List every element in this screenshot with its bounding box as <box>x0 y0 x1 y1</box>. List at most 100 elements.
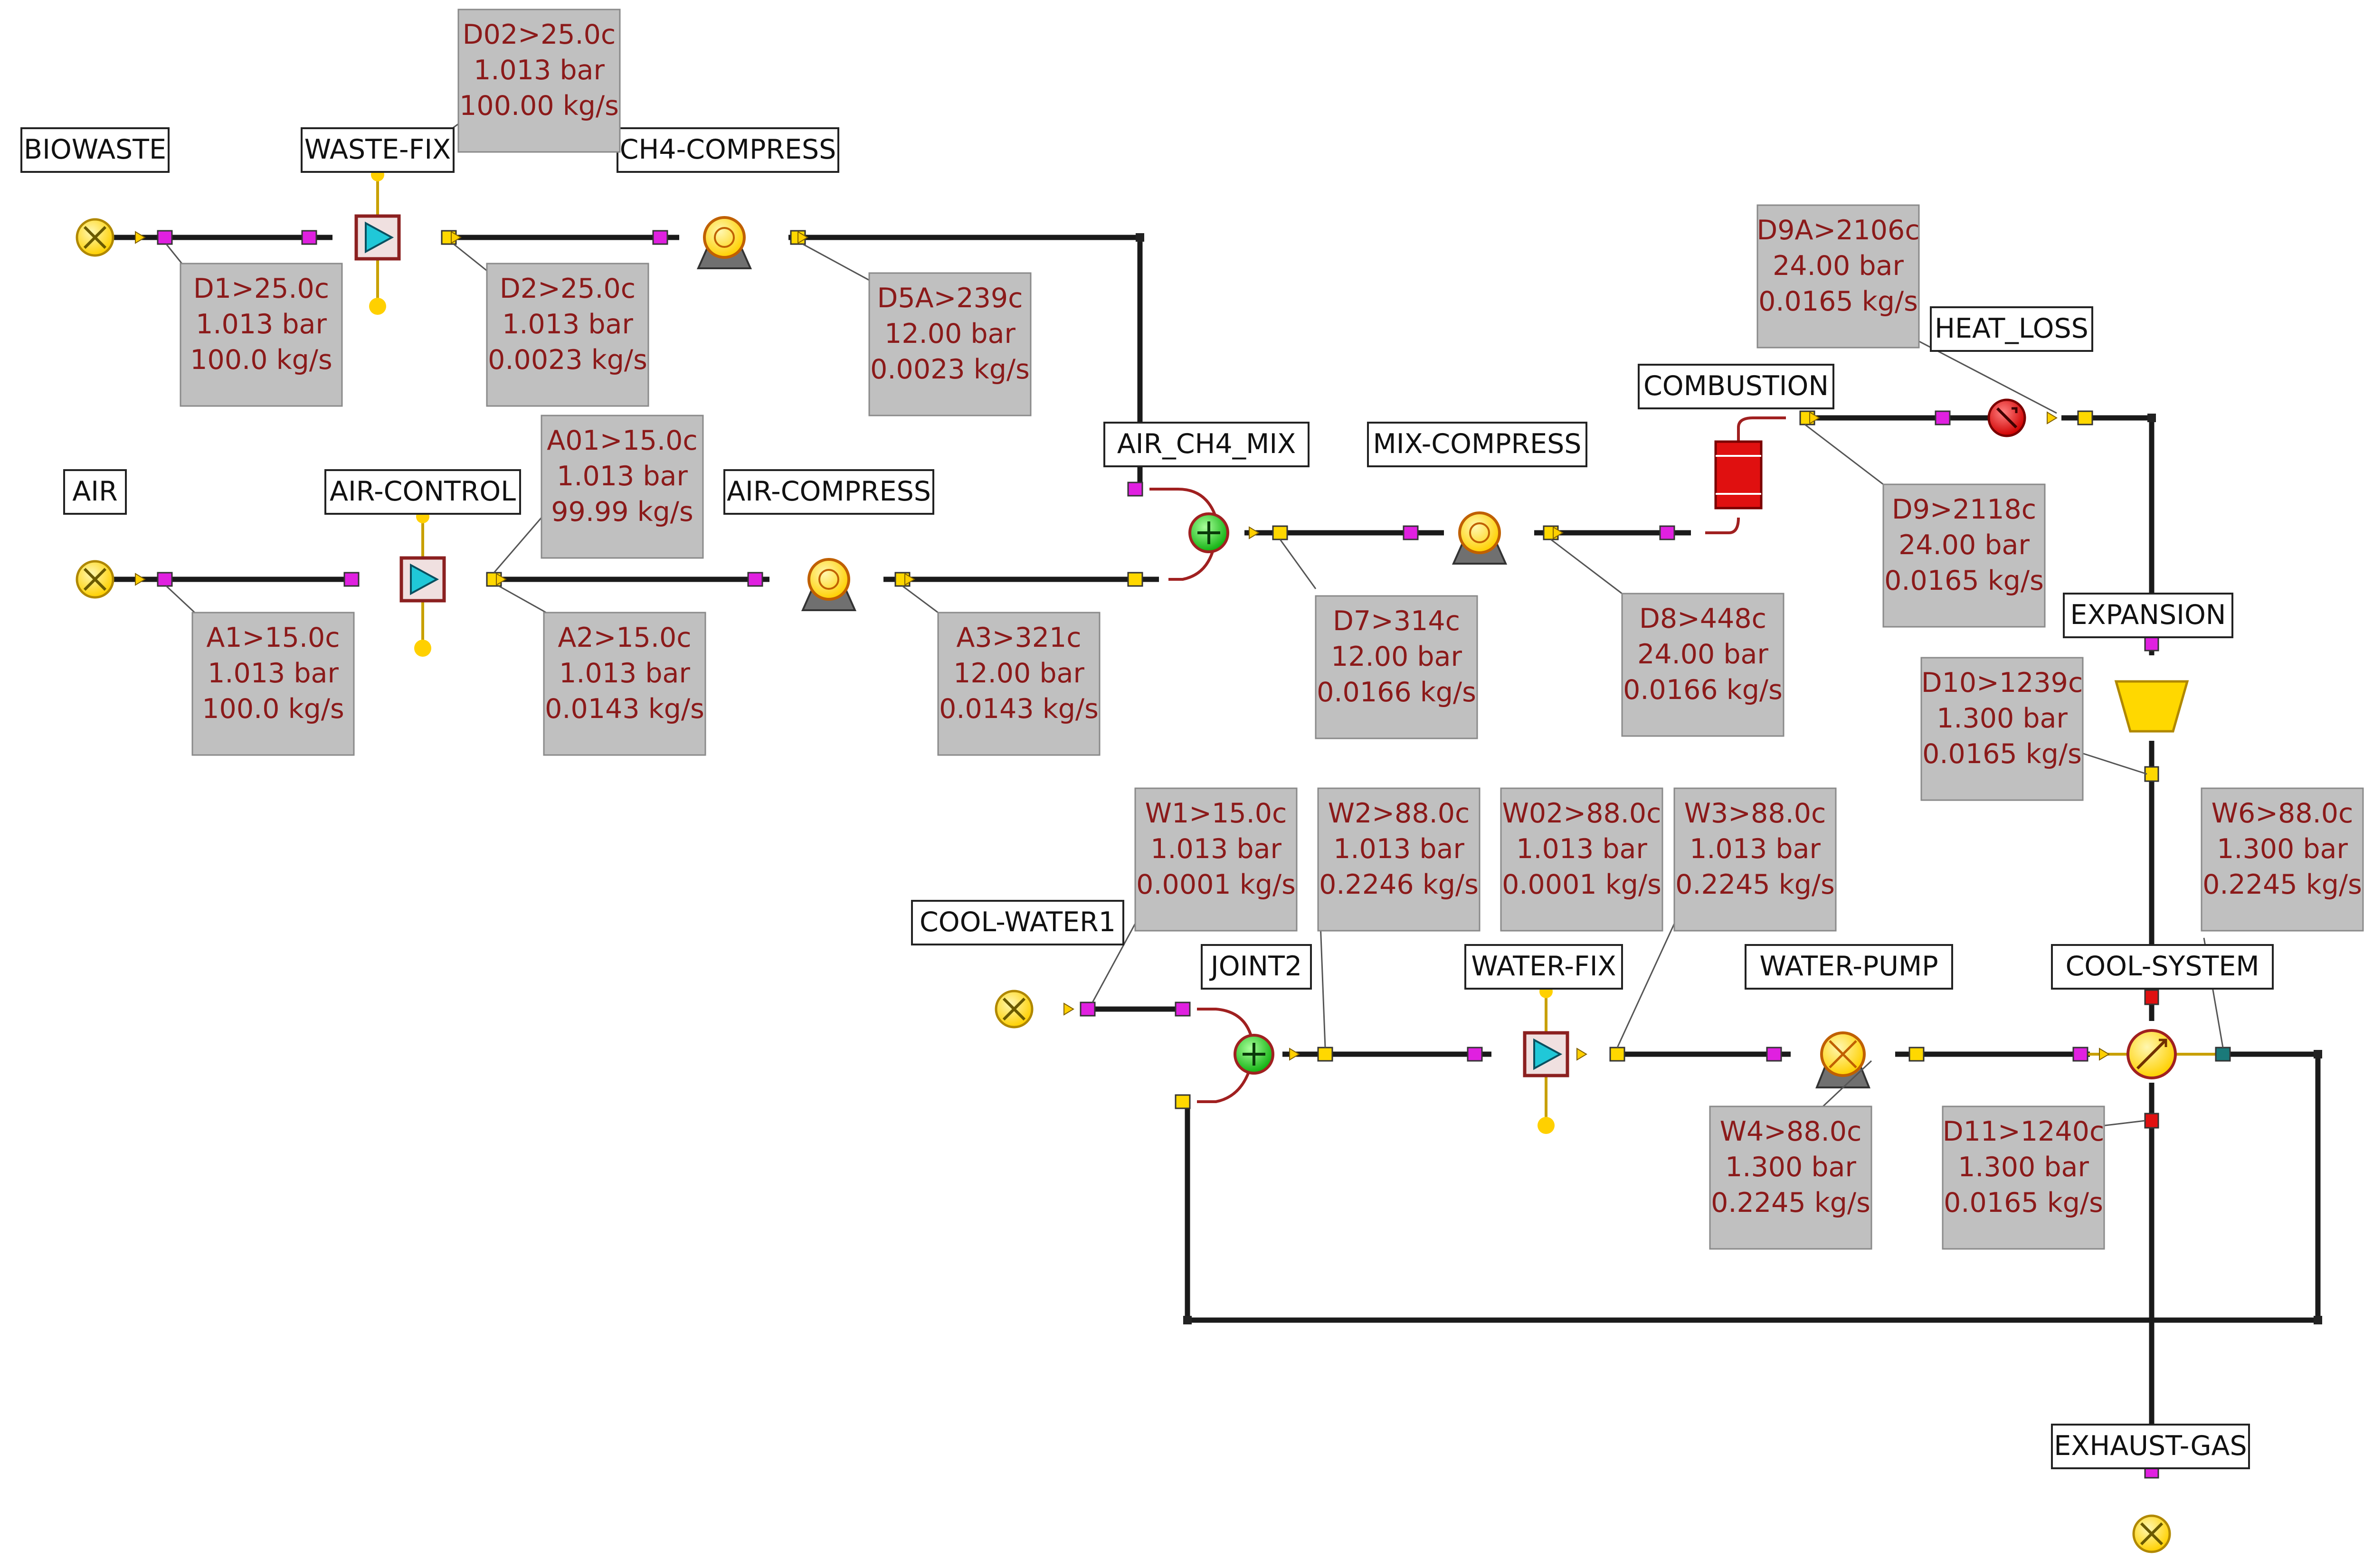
stream-d1-line3: 100.0 kg/s <box>190 344 332 376</box>
air-source-icon[interactable] <box>76 560 114 599</box>
unit-label-air-ch4-mix[interactable]: AIR_CH4_MIX <box>1103 422 1310 467</box>
unit-label-text: HEAT_LOSS <box>1935 313 2088 344</box>
stream-a1-line1: A1>15.0c <box>206 622 340 653</box>
heat-loss-heater-icon[interactable] <box>1987 398 2026 437</box>
joint2-mixer-icon[interactable] <box>1197 1008 1274 1103</box>
stream-w3-line3: 0.2245 kg/s <box>1675 869 1835 900</box>
unit-label-combustion[interactable]: COMBUSTION <box>1638 364 1834 409</box>
combustion-chamber-icon[interactable] <box>1705 416 1786 534</box>
mix-compressor-icon[interactable] <box>1452 511 1508 565</box>
unit-label-heat-loss[interactable]: HEAT_LOSS <box>1930 306 2093 352</box>
unit-label-text: AIR <box>72 476 117 507</box>
air-compressor-icon[interactable] <box>801 558 857 611</box>
stream-w4-line1: W4>88.0c <box>1720 1116 1862 1147</box>
stream-d2-line2: 1.013 bar <box>502 309 633 340</box>
stream-a01-line1: A01>15.0c <box>547 425 698 456</box>
air-ch4-mixer-icon[interactable] <box>1149 488 1229 581</box>
stream-a3-line1: A3>321c <box>956 622 1081 653</box>
stream-w4-line2: 1.300 bar <box>1725 1152 1856 1183</box>
unit-label-air-control[interactable]: AIR-CONTROL <box>324 469 521 515</box>
stream-a3-line3: 0.0143 kg/s <box>939 693 1099 725</box>
unit-label-mix-compress[interactable]: MIX-COMPRESS <box>1367 422 1587 467</box>
stream-w02-line3: 0.0001 kg/s <box>1502 869 1661 900</box>
stream-a2-line1: A2>15.0c <box>558 622 691 653</box>
unit-label-text: MIX-COMPRESS <box>1373 428 1582 460</box>
unit-label-ch4-compress[interactable]: CH4-COMPRESS <box>617 127 839 173</box>
stream-d5a-line1: D5A>239c <box>877 283 1023 314</box>
unit-label-text: COOL-WATER1 <box>920 907 1116 938</box>
unit-label-text: CH4-COMPRESS <box>620 134 836 165</box>
exhaust-gas-sink-icon[interactable] <box>2132 1514 2171 1553</box>
stream-w1-line3: 0.0001 kg/s <box>1136 869 1296 900</box>
stream-w6-line3: 0.2245 kg/s <box>2202 869 2362 900</box>
stream-w1-line2: 1.013 bar <box>1150 833 1281 865</box>
biowaste-source-icon[interactable] <box>76 218 114 257</box>
unit-labels: BIOWASTE WASTE-FIX CH4-COMPRESS AIR AIR-CONT… <box>20 127 2274 1469</box>
stream-a2-line2: 1.013 bar <box>559 658 690 689</box>
stream-d5a-line2: 12.00 bar <box>884 318 1016 349</box>
stream-d10-line2: 1.300 bar <box>1936 703 2068 734</box>
stream-w6-line1: W6>88.0c <box>2212 798 2354 829</box>
stream-d11-line3: 0.0165 kg/s <box>1944 1187 2103 1219</box>
stream-d8-line2: 24.00 bar <box>1637 639 1768 670</box>
stream-d8-line1: D8>448c <box>1639 603 1766 634</box>
callout-leader-lines <box>165 118 2224 1129</box>
stream-w2-line2: 1.013 bar <box>1333 833 1464 865</box>
stream-d2-line3: 0.0023 kg/s <box>488 344 647 376</box>
unit-label-text: AIR-CONTROL <box>330 476 516 507</box>
unit-label-expansion[interactable]: EXPANSION <box>2063 593 2233 638</box>
unit-label-cool-water1[interactable]: COOL-WATER1 <box>911 900 1124 945</box>
unit-label-water-pump[interactable]: WATER-PUMP <box>1745 944 1953 990</box>
pipe-corner-nodes <box>1136 233 2322 1324</box>
stream-a01-line2: 1.013 bar <box>557 461 688 492</box>
unit-label-cool-system[interactable]: COOL-SYSTEM <box>2051 944 2274 990</box>
stream-box-a01[interactable]: A01>15.0c 1.013 bar 99.99 kg/s <box>541 415 704 559</box>
stream-d9a-line2: 24.00 bar <box>1773 250 1904 282</box>
stream-d11-line1: D11>1240c <box>1943 1116 2105 1147</box>
cool-water1-source-icon[interactable] <box>995 990 1034 1029</box>
cool-system-heat-exchanger-icon[interactable] <box>2080 1029 2223 1079</box>
unit-label-biowaste[interactable]: BIOWASTE <box>20 127 170 173</box>
stream-w02-line1: W02>88.0c <box>1502 798 1661 829</box>
stream-w3-line1: W3>88.0c <box>1684 798 1826 829</box>
stream-d10-line1: D10>1239c <box>1921 667 2083 699</box>
waste-fix-valve-icon[interactable] <box>354 168 401 315</box>
unit-label-text: COOL-SYSTEM <box>2065 951 2259 982</box>
unit-label-waste-fix[interactable]: WASTE-FIX <box>301 127 455 173</box>
unit-label-air[interactable]: AIR <box>63 469 127 515</box>
stream-w2-line3: 0.2246 kg/s <box>1319 869 1479 900</box>
stream-d02-line1: D02>25.0c <box>463 19 616 50</box>
unit-label-air-compress[interactable]: AIR-COMPRESS <box>723 469 934 515</box>
unit-label-exhaust-gas[interactable]: EXHAUST-GAS <box>2051 1424 2250 1469</box>
ch4-compressor-icon[interactable] <box>696 216 752 269</box>
air-control-valve-icon[interactable] <box>399 510 446 657</box>
expansion-turbine-icon[interactable] <box>2114 680 2189 733</box>
unit-label-text: WATER-FIX <box>1471 951 1616 982</box>
water-pump-icon[interactable] <box>1815 1031 1870 1088</box>
unit-label-joint2[interactable]: JOINT2 <box>1201 944 1312 990</box>
unit-label-water-fix[interactable]: WATER-FIX <box>1464 944 1623 990</box>
unit-label-text: COMBUSTION <box>1643 370 1829 402</box>
stream-d9-line2: 24.00 bar <box>1898 529 2030 561</box>
water-fix-valve-icon[interactable] <box>1523 985 1569 1134</box>
stream-a01-line3: 99.99 kg/s <box>551 496 693 528</box>
